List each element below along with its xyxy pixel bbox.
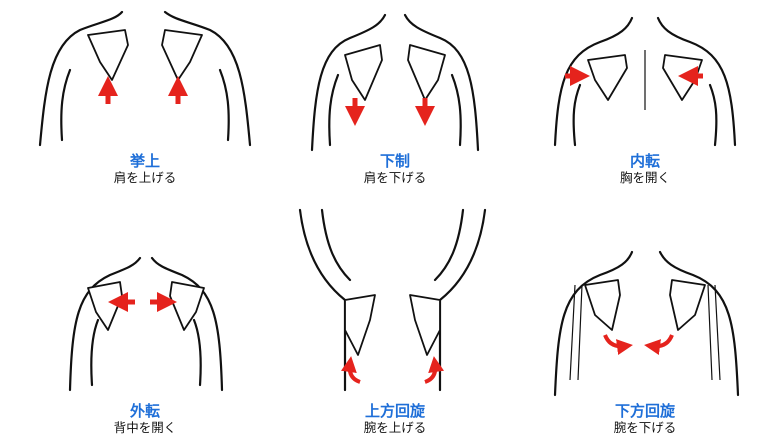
label-adduction: 内転 胸を開く xyxy=(565,152,725,186)
arrow-rotate-down-left xyxy=(603,334,633,355)
movement-title: 内転 xyxy=(629,152,660,170)
right-scapula xyxy=(169,281,205,331)
panel-abduction-illustration xyxy=(68,256,224,392)
label-downward-rotation: 下方回旋 腕を下げる xyxy=(565,402,725,436)
right-scapula xyxy=(669,279,706,331)
right-scapula xyxy=(407,44,446,101)
movement-title: 上方回旋 xyxy=(364,402,425,420)
label-abduction: 外転 背中を開く xyxy=(65,402,225,436)
left-scapula xyxy=(344,294,376,356)
left-scapula xyxy=(587,54,628,101)
label-elevation: 挙上 肩を上げる xyxy=(65,152,225,186)
movement-title: 挙上 xyxy=(129,152,160,170)
movement-description: 腕を下げる xyxy=(613,420,677,435)
left-scapula xyxy=(584,279,621,331)
movement-description: 胸を開く xyxy=(619,170,670,185)
arrow-rotate-up-left xyxy=(340,356,361,384)
movement-description: 背中を開く xyxy=(113,420,177,435)
movement-title: 下方回旋 xyxy=(614,402,675,420)
movement-description: 肩を下げる xyxy=(363,170,427,185)
arrow-rotate-down-right xyxy=(644,334,674,355)
right-scapula xyxy=(409,294,441,356)
panel-elevation-illustration xyxy=(38,10,252,147)
panel-downward-rotation-illustration xyxy=(553,250,740,397)
panel-depression-illustration xyxy=(310,13,480,152)
label-upward-rotation: 上方回旋 腕を上げる xyxy=(315,402,475,436)
left-scapula xyxy=(344,44,383,101)
label-depression: 下制 肩を下げる xyxy=(315,152,475,186)
movement-description: 肩を上げる xyxy=(113,170,177,185)
movement-description: 腕を上げる xyxy=(363,420,427,435)
panel-adduction-illustration xyxy=(553,16,737,147)
left-scapula xyxy=(87,29,129,81)
arrow-rotate-up-right xyxy=(424,356,445,384)
left-scapula xyxy=(87,281,123,331)
movement-title: 下制 xyxy=(379,152,410,170)
movement-title: 外転 xyxy=(129,402,160,420)
panel-upward-rotation-illustration xyxy=(298,208,487,392)
right-scapula xyxy=(161,29,203,81)
